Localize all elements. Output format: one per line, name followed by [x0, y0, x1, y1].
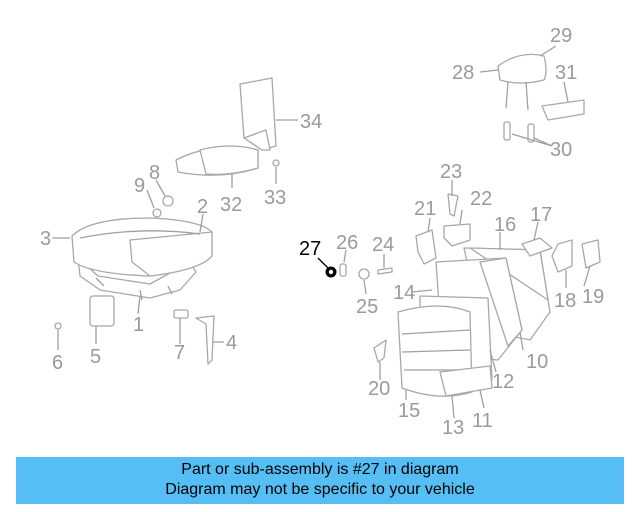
seat-frame — [77, 257, 197, 299]
cover-5 — [89, 295, 115, 327]
callout-9: 9 — [134, 175, 145, 197]
part-27-grommet — [317, 257, 337, 278]
callout-6: 6 — [52, 352, 63, 374]
callout-13: 13 — [442, 417, 464, 439]
seat-cushion-assembly — [71, 217, 213, 301]
headrest-guide-31 — [541, 99, 585, 121]
callout-28: 28 — [452, 62, 474, 84]
callout-20: 20 — [368, 378, 390, 400]
leader-lines — [52, 45, 591, 419]
callout-11: 11 — [472, 410, 493, 432]
callout-17: 17 — [530, 204, 552, 226]
seat-back-panel — [239, 77, 277, 151]
callout-10: 10 — [526, 351, 548, 373]
callout-33: 33 — [264, 187, 286, 209]
callout-24: 24 — [372, 234, 394, 256]
callout-34: 34 — [300, 111, 322, 133]
small-parts-right — [339, 193, 601, 363]
callout-19: 19 — [582, 286, 604, 308]
callout-31: 31 — [555, 62, 577, 84]
callout-5: 5 — [90, 346, 101, 368]
callout-15: 15 — [398, 400, 420, 422]
callout-22: 22 — [470, 188, 492, 210]
callout-18: 18 — [554, 290, 576, 312]
armrest-pad — [175, 145, 259, 176]
callout-16: 16 — [494, 214, 516, 236]
callout-12: 12 — [492, 371, 514, 393]
seat-cushion-cover — [129, 231, 213, 277]
callout-7: 7 — [174, 342, 185, 364]
callout-4: 4 — [226, 332, 237, 354]
callout-8: 8 — [149, 162, 160, 184]
callout-27: 27 — [299, 238, 321, 260]
headrest-assembly — [497, 53, 585, 143]
callout-14: 14 — [393, 282, 415, 304]
callout-25: 25 — [356, 296, 378, 318]
banner-line-2: Diagram may not be specific to your vehi… — [165, 481, 475, 498]
callout-30: 30 — [550, 139, 572, 161]
callout-32: 32 — [220, 194, 242, 216]
seatback-assembly — [397, 247, 551, 397]
callout-26: 26 — [336, 232, 358, 254]
callout-1: 1 — [133, 314, 144, 336]
callout-3: 3 — [40, 228, 51, 250]
callout-labels: 1 2 3 4 5 6 7 8 9 10 11 12 13 14 15 16 1… — [40, 25, 604, 439]
parts-diagram: 1 2 3 4 5 6 7 8 9 10 11 12 13 14 15 16 1… — [40, 25, 604, 439]
callout-29: 29 — [550, 25, 572, 47]
small-parts-left — [54, 159, 280, 365]
callout-2: 2 — [197, 196, 208, 218]
callout-23: 23 — [440, 161, 462, 183]
callout-21: 21 — [414, 198, 436, 220]
banner-line-1: Part or sub-assembly is #27 in diagram — [181, 461, 459, 478]
info-banner: Part or sub-assembly is #27 in diagram D… — [16, 457, 624, 504]
